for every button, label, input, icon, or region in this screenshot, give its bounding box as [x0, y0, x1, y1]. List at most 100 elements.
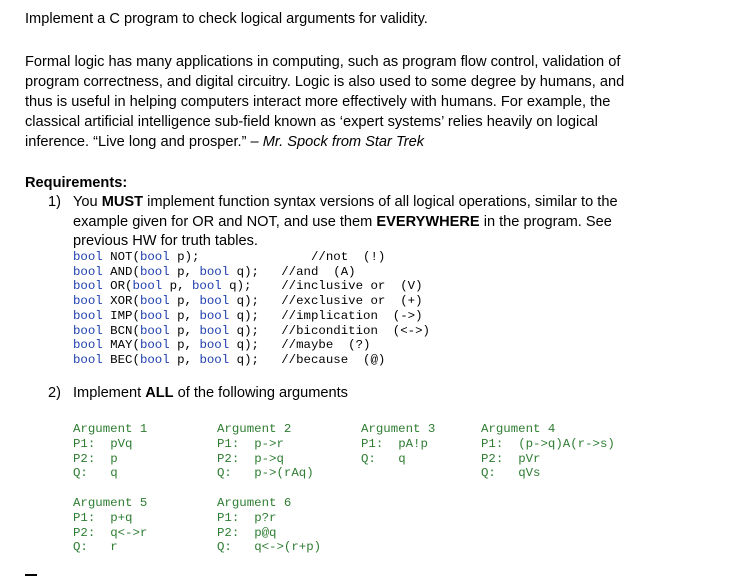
argument-line: P2: pVr	[481, 452, 615, 467]
argument-expression: (p->q)A(r->s)	[518, 436, 615, 451]
code-comment: //exclusive or (+)	[281, 294, 423, 309]
req2-text-part: Implement	[73, 385, 146, 401]
req1-text: example given for OR and NOT, and use th…	[73, 214, 377, 230]
code-comment: //inclusive or (V)	[281, 279, 423, 294]
spacing	[259, 265, 281, 279]
argument-title: Argument 6	[217, 496, 292, 510]
parameter: q	[221, 279, 237, 294]
function-prototype: bool BCN(bool p, bool q); //bicondition …	[73, 324, 430, 339]
function-name: NOT(	[102, 250, 140, 264]
argument-label: P1:	[73, 436, 96, 451]
req2-emphasis-all: ALL	[145, 385, 174, 401]
function-prototype: bool BEC(bool p, bool q); //because (@)	[73, 353, 430, 368]
intro-line-2: program correctness, and digital circuit…	[25, 74, 625, 90]
parameter: p,	[169, 338, 200, 353]
argument-label: P2:	[481, 451, 504, 466]
argument-label: Q:	[217, 466, 232, 481]
punctuation: );	[244, 294, 259, 309]
argument-expression: q	[110, 466, 118, 481]
punctuation: );	[244, 323, 259, 338]
parameter: p,	[169, 323, 200, 338]
type-keyword: bool	[73, 308, 103, 323]
spacing	[239, 452, 254, 466]
parameter: p,	[162, 279, 192, 294]
argument-expression: pVr	[518, 451, 541, 466]
parameter: p,	[169, 264, 200, 279]
function-prototype: bool MAY(bool p, bool q); //maybe (?)	[73, 338, 430, 353]
type-keyword: bool	[199, 352, 230, 367]
type-keyword: bool	[199, 308, 230, 323]
argument-expression: r	[110, 540, 118, 555]
argument-expression: qVs	[518, 466, 541, 481]
punctuation: );	[244, 308, 259, 323]
argument-line: P1: pA!p	[361, 437, 435, 452]
intro-line-5: inference. “Live long and prosper.” – Mr…	[25, 132, 424, 152]
parameter: q	[229, 264, 245, 279]
spacing	[259, 353, 281, 367]
argument-label: Q:	[73, 466, 88, 481]
spacing	[252, 279, 282, 293]
code-comment: //bicondition (<->)	[281, 323, 430, 338]
req1-line-2: example given for OR and NOT, and use th…	[73, 212, 612, 232]
punctuation: );	[236, 279, 252, 294]
argument-label: P1:	[481, 436, 504, 451]
argument-label: P2:	[217, 451, 240, 466]
argument-title: Argument 4	[481, 422, 556, 436]
spacing	[503, 452, 518, 466]
function-name: BEC(	[102, 352, 140, 367]
argument-expression: q<->r	[110, 525, 148, 540]
intro-line-1: Formal logic has many applications in co…	[25, 54, 621, 70]
argument-line: Q: qVs	[481, 466, 615, 481]
type-keyword: bool	[73, 279, 103, 294]
argument-line: P1: pVq	[73, 437, 147, 452]
req1-text: You	[73, 194, 102, 210]
argument-label: Q:	[217, 540, 232, 555]
page-fragment-mark	[25, 574, 37, 576]
spacing	[239, 511, 254, 525]
code-comment: //not (!)	[310, 250, 386, 264]
type-keyword: bool	[73, 294, 103, 309]
punctuation: );	[184, 250, 200, 264]
argument-line: P2: p->q	[217, 452, 314, 467]
type-keyword: bool	[139, 308, 170, 323]
type-keyword: bool	[199, 323, 230, 338]
req1-text: in the program. See	[479, 214, 612, 230]
type-keyword: bool	[199, 294, 230, 309]
punctuation: );	[244, 352, 259, 367]
punctuation: );	[244, 338, 259, 353]
spacing	[239, 526, 254, 540]
parameter: q	[229, 323, 245, 338]
intro-line-3: thus is useful in helping computers inte…	[25, 94, 611, 110]
argument-expression: p->q	[254, 451, 284, 466]
argument-expression: pVq	[110, 436, 133, 451]
type-keyword: bool	[199, 264, 230, 279]
spacing	[232, 540, 254, 554]
spacing	[239, 437, 254, 451]
type-keyword: bool	[73, 338, 103, 353]
page-title: Implement a C program to check logical a…	[25, 11, 428, 27]
argument-title: Argument 3	[361, 422, 436, 436]
spacing	[383, 437, 398, 451]
spacing	[199, 250, 311, 264]
spacing	[88, 540, 110, 554]
argument-label: P2:	[73, 525, 96, 540]
intro-line-4: classical artificial intelligence sub-fi…	[25, 114, 598, 130]
spacing	[232, 466, 254, 480]
argument-line: P1: (p->q)A(r->s)	[481, 437, 615, 452]
parameter: q	[229, 308, 245, 323]
argument-expression: p	[110, 451, 118, 466]
argument-line: Q: r	[73, 540, 147, 555]
argument-label: Q:	[73, 540, 88, 555]
argument-title: Argument 1	[73, 422, 148, 436]
type-keyword: bool	[139, 264, 170, 279]
spacing	[95, 452, 110, 466]
argument-label: P2:	[73, 451, 96, 466]
function-name: AND(	[102, 264, 140, 279]
argument-expression: p->(rAq)	[254, 466, 314, 481]
function-prototype: bool AND(bool p, bool q); //and (A)	[73, 265, 430, 280]
parameter: p,	[169, 352, 200, 367]
